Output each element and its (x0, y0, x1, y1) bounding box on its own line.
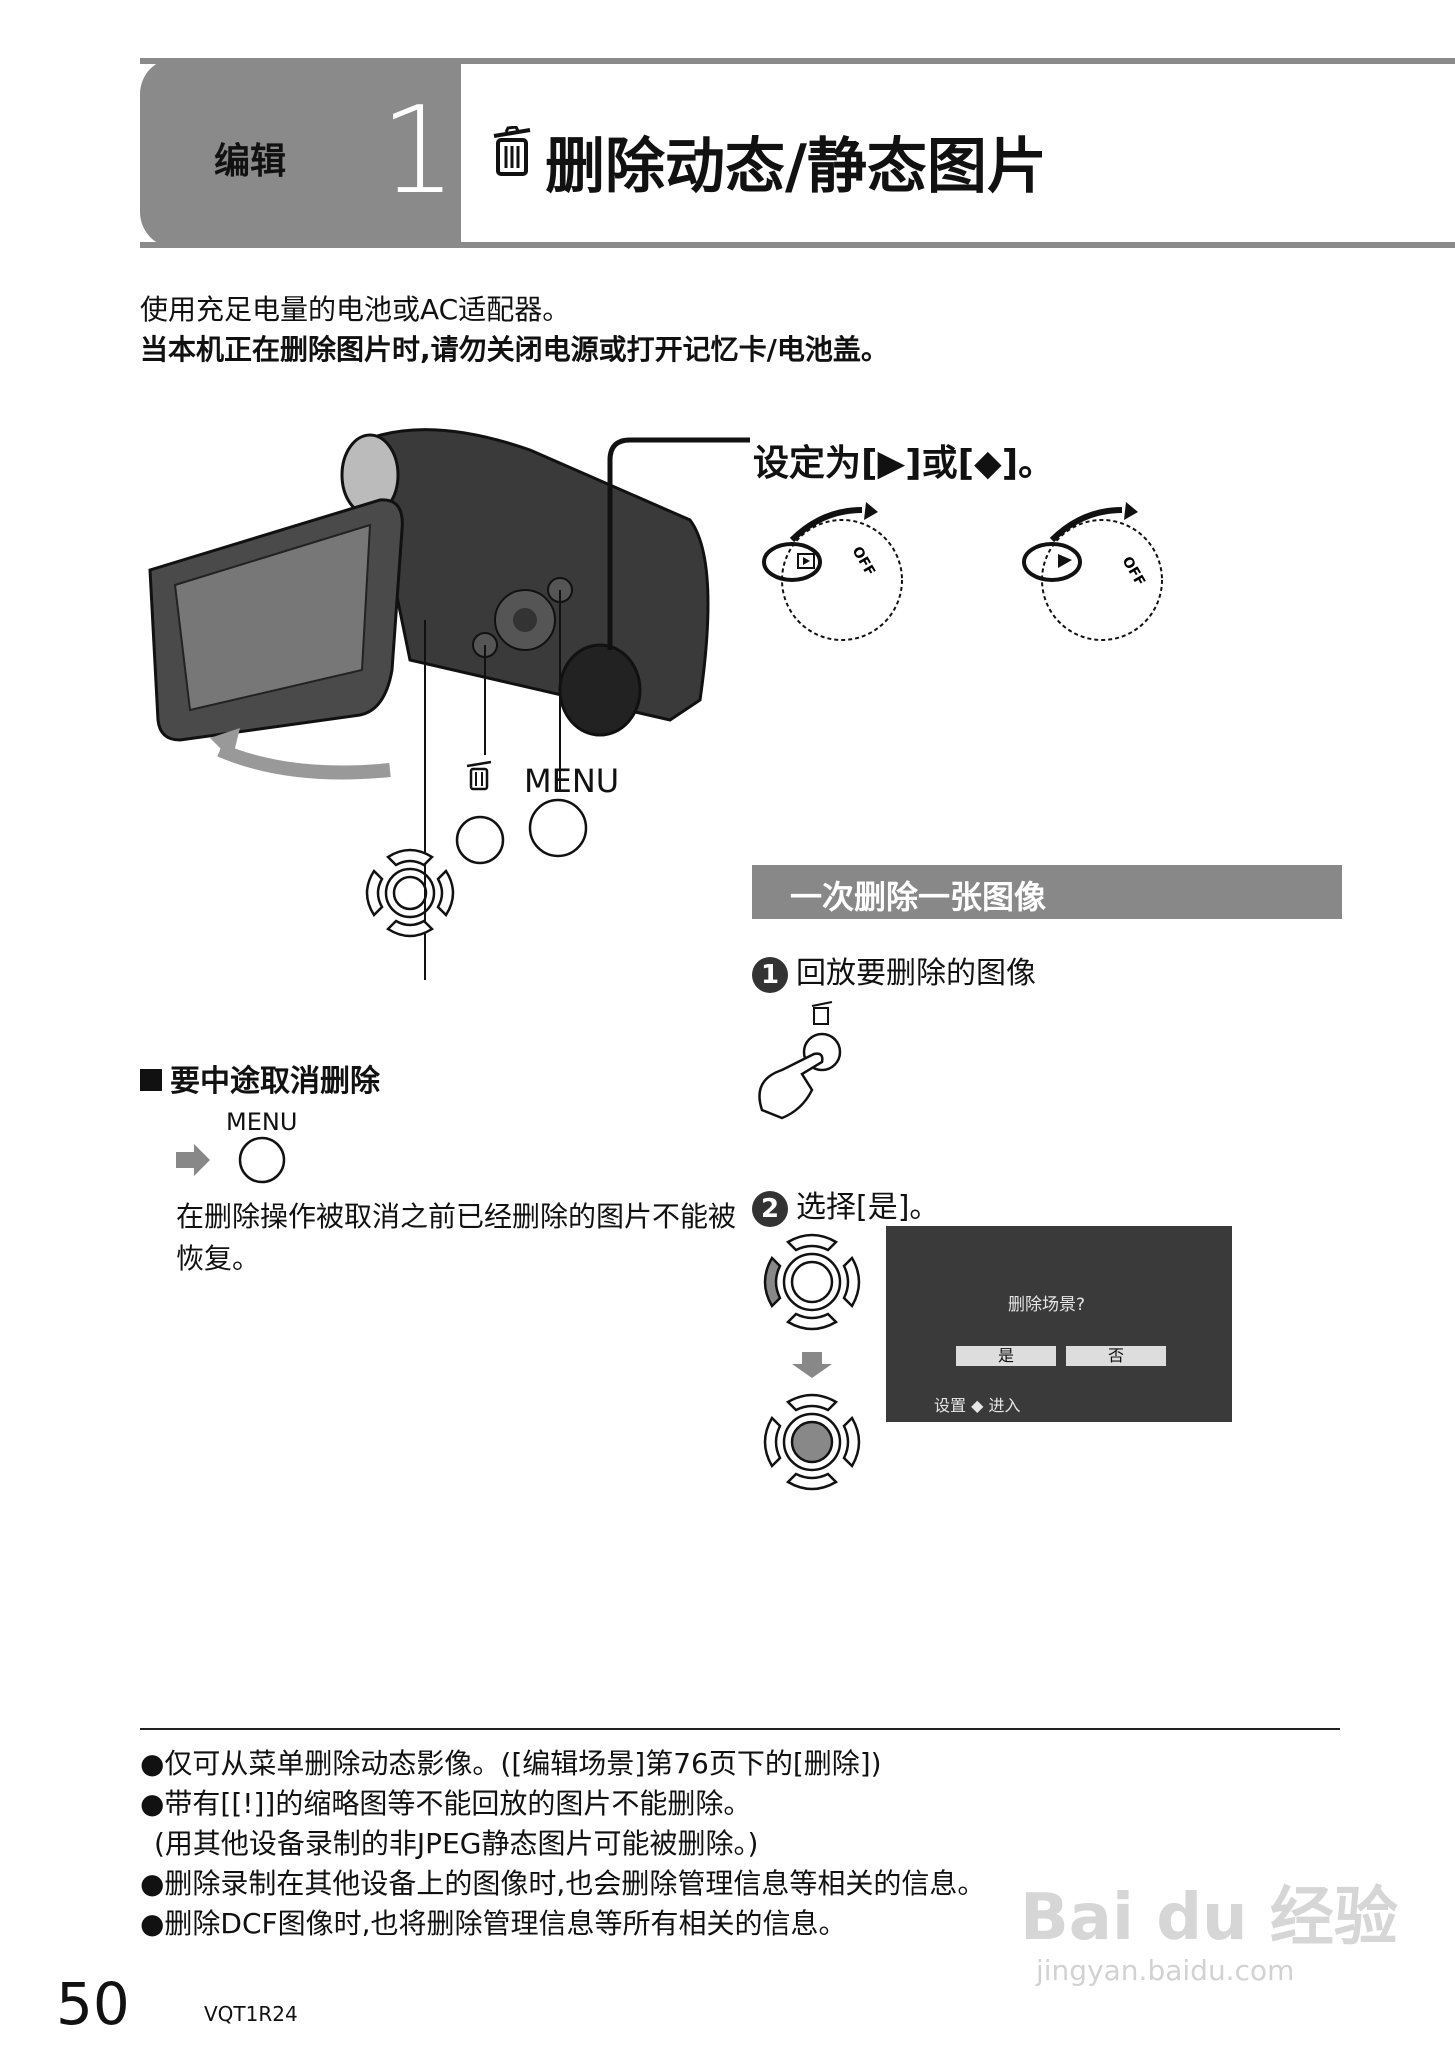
camera-screen (886, 1226, 1232, 1422)
dial-caption: 设定为[▶]或[◆]。 (753, 443, 1055, 484)
arrow-right-icon (176, 1144, 210, 1176)
notes-divider (140, 1728, 1340, 1730)
section-label: 编辑 (214, 141, 287, 182)
page-title: 删除动态/静态图片 (545, 132, 1047, 202)
cancel-note: 在删除操作被取消之前已经删除的图片不能被恢复。 (176, 1200, 737, 1275)
note-item: ●删除录制在其他设备上的图像时,也会删除管理信息等相关的信息。 (140, 1867, 986, 1900)
step-2-text: 选择[是]。 (796, 1190, 940, 1225)
header-bar (140, 58, 1455, 248)
step-1-number: 1 (752, 956, 788, 993)
watermark-brand: Bai du 经验 (1020, 1881, 1398, 1955)
note-item: (用其他设备录制的非JPEG静态图片可能被删除。) (154, 1827, 759, 1860)
document-code: VQT1R24 (204, 2002, 298, 2026)
page-number: 50 (56, 1970, 130, 2038)
intro-line-2: 当本机正在删除图片时,请勿关闭电源或打开记忆卡/电池盖。 (140, 333, 889, 366)
screen-footer: 设置 ◆ 进入 (934, 1396, 1021, 1415)
cancel-menu-diagram (176, 1136, 286, 1184)
intro-line-1: 使用充足电量的电池或AC适配器。 (140, 293, 571, 326)
menu-button-icon (238, 1136, 286, 1184)
section-number: 1 (380, 82, 457, 221)
trash-icon (493, 126, 531, 176)
note-item: ●删除DCF图像时,也将删除管理信息等所有相关的信息。 (140, 1907, 847, 1940)
cancel-menu-label: MENU (226, 1108, 298, 1136)
mode-dial-diagrams: OFF OFF (762, 502, 1163, 641)
cancel-title: 要中途取消删除 (140, 1056, 380, 1100)
joystick-select-diagram (763, 1233, 861, 1491)
step-2-number: 2 (752, 1190, 788, 1227)
step-1-text: 回放要删除的图像 (796, 956, 1036, 991)
header-tab (140, 58, 460, 248)
screen-no-button[interactable]: 否 (1066, 1346, 1166, 1366)
notes-list: ●仅可从菜单删除动态影像。([编辑场景]第76页下的[删除]) ●带有[[!]]… (140, 1744, 985, 1944)
section-banner (752, 865, 1342, 919)
header-separator (455, 58, 461, 248)
camcorder-illustration (148, 428, 750, 980)
screen-yes-button[interactable]: 是 (956, 1346, 1056, 1366)
screen-question: 删除场景? (1008, 1295, 1086, 1315)
menu-button-label: MENU (524, 762, 620, 800)
press-trash-hand-icon (758, 1001, 842, 1120)
cancel-title-text: 要中途取消删除 (170, 1064, 380, 1099)
square-bullet-icon (140, 1069, 162, 1091)
watermark-url: jingyan.baidu.com (1036, 1954, 1295, 1987)
section-title: 一次删除一张图像 (790, 878, 1047, 916)
note-item: ●带有[[!]]的缩略图等不能回放的图片不能删除。 (140, 1787, 752, 1820)
note-item: ●仅可从菜单删除动态影像。([编辑场景]第76页下的[删除]) (140, 1747, 882, 1780)
